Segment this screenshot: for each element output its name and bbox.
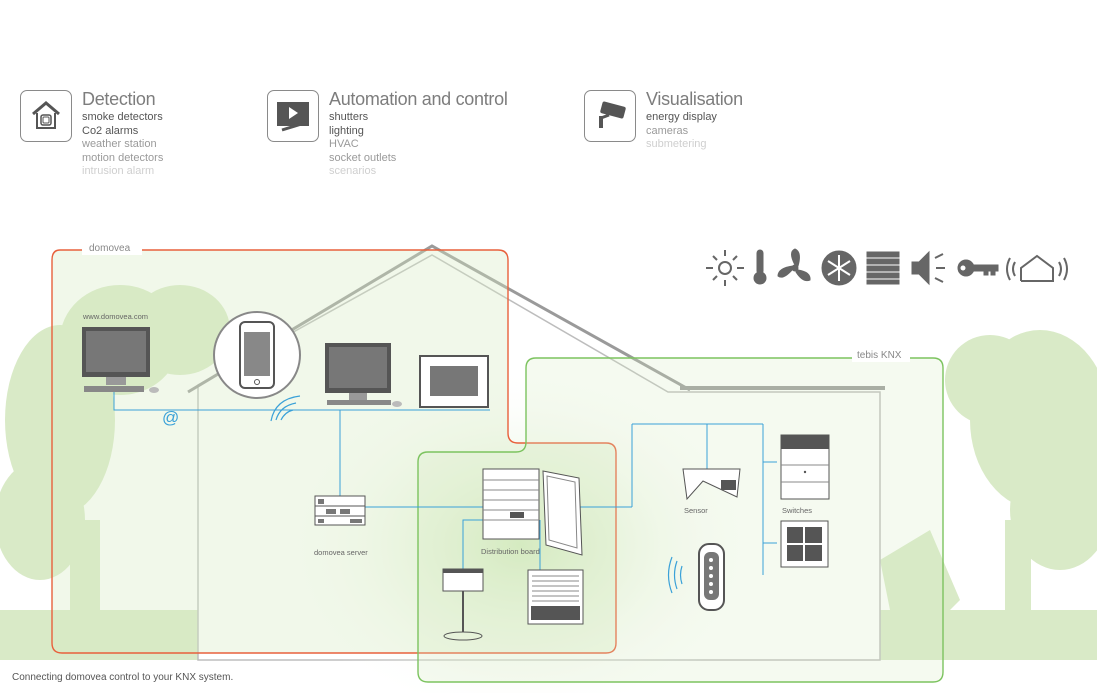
list-item: Co2 alarms <box>82 124 139 137</box>
list-item: motion detectors <box>82 151 164 164</box>
category-detection: Detection smoke detectors Co2 alarms wea… <box>20 90 163 179</box>
wireless-home-icon <box>1006 254 1068 282</box>
sensor-label: Sensor <box>684 506 708 515</box>
board-label: Distribution board <box>481 547 540 556</box>
background-trees <box>0 285 1097 660</box>
switch-panel <box>780 434 830 500</box>
category-visualisation: Visualisation energy display cameras sub… <box>584 90 743 152</box>
category-list: energy display cameras submetering <box>646 111 743 152</box>
function-icons <box>706 248 1068 286</box>
wiring <box>113 390 777 575</box>
domovea-zone-outline <box>51 249 617 654</box>
camera-icon <box>584 90 636 142</box>
switches-label: Switches <box>782 506 812 515</box>
list-item: weather station <box>82 138 157 150</box>
shutter-icon <box>866 251 900 285</box>
at-symbol: @ <box>162 408 179 427</box>
light-switch <box>780 520 829 568</box>
domovea-label: domovea <box>89 243 131 254</box>
snowflake-icon <box>821 250 857 286</box>
list-item: cameras <box>646 124 689 137</box>
server-label: domovea server <box>314 548 368 557</box>
list-item: energy display <box>646 111 717 123</box>
key-icon <box>957 259 999 277</box>
list-item: submetering <box>646 138 707 150</box>
website-label: www.domovea.com <box>82 312 148 321</box>
footer-caption: Connecting domovea control to your KNX s… <box>12 672 234 683</box>
smartphone <box>213 311 301 399</box>
category-title: Detection <box>82 89 156 109</box>
desktop-computer <box>82 327 159 393</box>
sun-icon <box>706 250 744 286</box>
list-item: scenarios <box>329 165 377 177</box>
fan-icon <box>777 248 811 282</box>
window-shutter <box>527 569 584 625</box>
knx-label: tebis KNX <box>857 350 902 361</box>
list-item: HVAC <box>329 138 359 150</box>
list-item: shutters <box>329 111 369 123</box>
distribution-board <box>482 468 583 556</box>
touch-panel <box>419 355 489 408</box>
category-title: Visualisation <box>646 89 743 109</box>
play-screen-icon <box>267 90 319 142</box>
category-list: smoke detectors Co2 alarms weather stati… <box>82 111 163 179</box>
domovea-server <box>314 495 366 526</box>
table-lamp <box>442 568 484 641</box>
domovea-label-bg <box>82 241 142 255</box>
list-item: socket outlets <box>329 151 397 164</box>
speaker-icon <box>911 250 945 286</box>
category-list: shutters lighting HVAC socket outlets sc… <box>329 111 508 179</box>
category-title: Automation and control <box>329 89 508 109</box>
radio-waves-icon <box>667 556 683 594</box>
knx-label-bg <box>852 348 910 362</box>
motion-sensor <box>682 468 741 501</box>
category-automation: Automation and control shutters lighting… <box>267 90 508 179</box>
wifi-waves-icon <box>270 395 301 422</box>
home-detection-icon <box>20 90 72 142</box>
list-item: intrusion alarm <box>82 165 155 177</box>
remote-control <box>698 543 725 611</box>
monitor <box>325 343 402 407</box>
list-item: lighting <box>329 124 364 137</box>
thermometer-icon <box>753 249 767 285</box>
list-item: smoke detectors <box>82 111 163 123</box>
